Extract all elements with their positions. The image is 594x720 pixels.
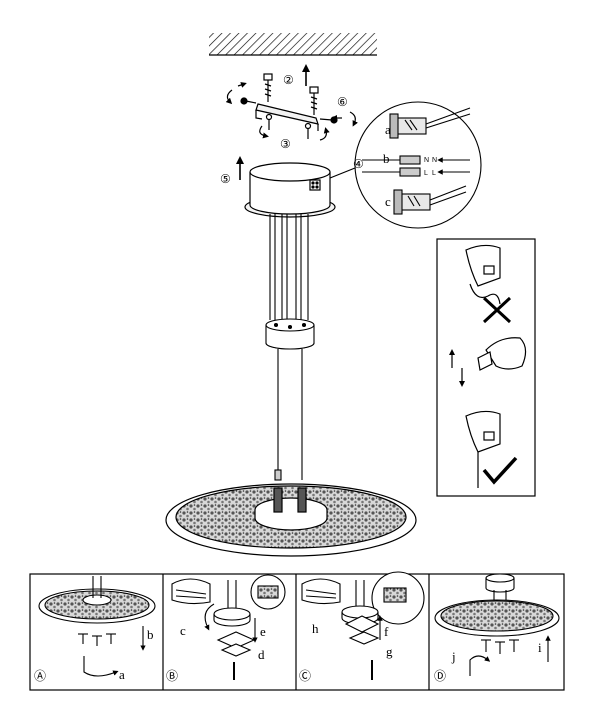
- cross-mark-icon: [482, 296, 512, 324]
- panel-c-label: Ⓒ: [299, 669, 311, 683]
- panel-b-label: Ⓑ: [166, 669, 178, 683]
- ceiling-hatch-icon: [209, 33, 377, 55]
- screw-icon: [263, 73, 273, 102]
- panel-b: [171, 574, 286, 680]
- panel-c: [301, 571, 425, 680]
- step-5-label: ⑤: [220, 172, 231, 186]
- panel-d-sub-i: i: [538, 640, 542, 655]
- wire-label-n2: N: [432, 157, 437, 164]
- panel-a: [38, 576, 156, 677]
- panel-d: [434, 573, 560, 676]
- canopy: [236, 156, 336, 218]
- panel-b-sub-e: e: [260, 624, 266, 639]
- step-2-label: ②: [283, 73, 294, 87]
- panel-a-sub-a: a: [119, 667, 125, 682]
- ceiling: [209, 33, 377, 56]
- check-mark-icon: [482, 456, 518, 485]
- screw-icon: [309, 86, 319, 115]
- rotate-arrow-icon: [259, 125, 269, 139]
- step-3-label: ③: [280, 137, 291, 151]
- wire-label-n1: N: [424, 157, 429, 164]
- panel-d-sub-j: j: [451, 649, 456, 664]
- panel-b-sub-c: c: [180, 623, 186, 638]
- rotate-arrow-icon: [319, 127, 330, 141]
- panel-c-sub-f: f: [384, 624, 389, 639]
- panel-b-sub-d: d: [258, 647, 265, 662]
- rotate-arrow-icon: [349, 111, 359, 127]
- mounting-bracket: [225, 64, 359, 141]
- panel-c-sub-g: g: [386, 644, 393, 659]
- wire-label-l1: L: [424, 170, 428, 177]
- panel-a-label: Ⓐ: [34, 669, 46, 683]
- panel-c-sub-h: h: [312, 621, 319, 636]
- connector-label-b: b: [383, 151, 390, 166]
- support-rods: [265, 214, 315, 481]
- panel-d-label: Ⓓ: [434, 669, 446, 683]
- connector-label-c: c: [385, 194, 391, 209]
- panel-a-sub-b: b: [147, 627, 154, 642]
- step-4-label: ④: [353, 157, 364, 171]
- connector-callout: [329, 101, 482, 229]
- rotate-arrow-icon: [225, 89, 233, 105]
- cable-hint-box: [436, 238, 536, 497]
- wire-label-l2: L: [432, 170, 436, 177]
- connector-label-a: a: [385, 122, 391, 137]
- lamp-disc: [165, 483, 417, 557]
- step-6-label: ⑥: [337, 95, 348, 109]
